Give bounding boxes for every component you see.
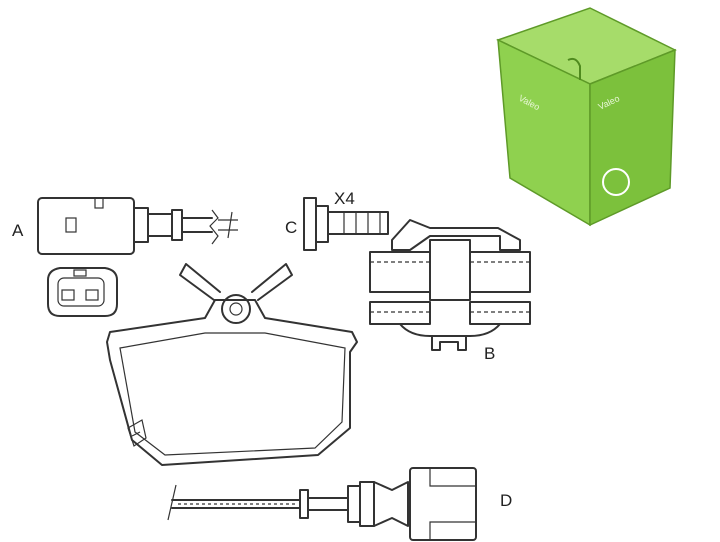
connector-face-icon [47,267,118,317]
product-box-icon: Valeo Valeo [496,7,677,227]
bolt-icon [303,197,389,251]
label-d: D [500,491,513,510]
label-c: C [285,218,298,237]
quantity-label: X4 [334,189,355,208]
label-a: A [12,221,24,240]
brake-pad-icon [106,263,358,466]
wear-sensor-connector-icon [37,197,238,255]
anti-rattle-clip-icon [369,219,531,351]
wear-sensor-cable-icon [167,467,477,541]
label-b: B [484,344,496,363]
